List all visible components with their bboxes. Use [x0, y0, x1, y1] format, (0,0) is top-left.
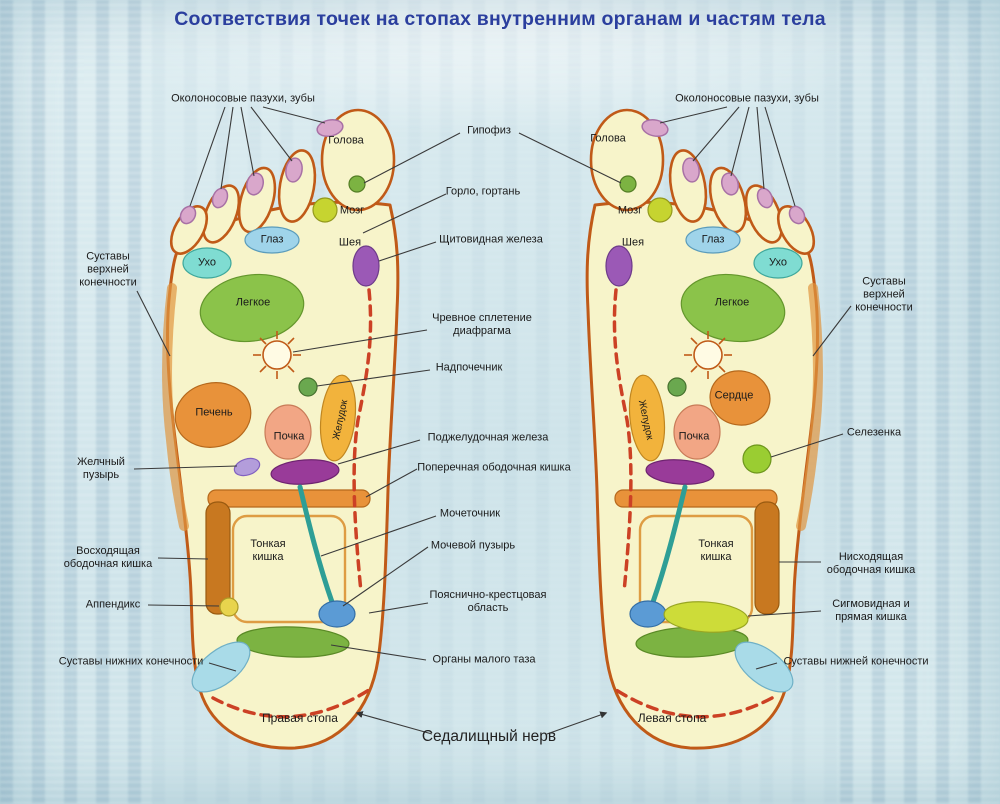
sigmoid-rectum-zone [663, 601, 749, 633]
zone-label-head-right: Голова [590, 132, 626, 145]
right-foot-organs [174, 382, 261, 617]
appendix-point [219, 597, 239, 617]
label-adrenal: Надпочечник [435, 361, 503, 374]
zone-label-lung-left: Легкое [235, 296, 271, 309]
caption-right-foot: Правая стопа [262, 710, 338, 725]
label-pelvic-organs: Органы малого таза [432, 653, 536, 666]
label-sigmoid-rectum: Сигмовидная и прямая кишка [832, 598, 910, 623]
zone-label-ear-left: Ухо [198, 256, 216, 269]
label-upper-limb-joints-right: Суставы верхней конечности [855, 275, 913, 314]
label-gallbladder: Желчный пузырь [77, 456, 125, 481]
zone-label-neck-left: Шея [338, 236, 362, 249]
label-spleen: Селезенка [846, 426, 902, 439]
zone-label-lung-right: Легкое [714, 296, 750, 309]
ascending-colon-zone [205, 501, 231, 615]
heart-zone [709, 370, 771, 426]
label-sciatic-nerve: Седалищный нерв [421, 727, 557, 745]
left-foot-organs [663, 370, 780, 633]
label-celiac-plexus: Чревное сплетение диафрагма [432, 312, 532, 337]
label-lower-limb-joints-left: Суставы нижних конечности [58, 655, 204, 668]
zone-label-small-intestine-left: Тонкая кишка [250, 538, 286, 563]
label-descending-colon: Нисходящая ободочная кишка [826, 551, 916, 576]
label-appendix: Аппендикс [85, 598, 141, 611]
zone-label-brain-left: Мозг [339, 204, 365, 217]
zone-label-kidney-right: Почка [678, 430, 710, 443]
label-lumbosacral: Пояснично-крестцовая область [429, 589, 547, 614]
zone-label-neck-right: Шея [621, 236, 645, 249]
descending-colon-zone [754, 501, 780, 615]
zone-label-brain-right: Мозг [617, 204, 643, 217]
page-title: Соответствия точек на стопах внутренним … [174, 8, 826, 30]
label-transverse-colon: Поперечная ободочная кишка [417, 461, 571, 474]
label-ureter: Мочеточник [439, 507, 501, 520]
zone-label-head-left: Голова [328, 134, 364, 147]
label-ascending-colon: Восходящая ободочная кишка [63, 545, 153, 570]
liver-zone [174, 382, 252, 448]
zone-label-eye-right: Глаз [701, 233, 725, 246]
label-thyroid: Щитовидная железа [439, 233, 543, 246]
leader-lines [133, 106, 852, 735]
zone-label-kidney-left: Почка [273, 430, 305, 443]
zone-label-small-intestine-right: Тонкая кишка [698, 538, 734, 563]
zone-label-eye-left: Глаз [260, 233, 284, 246]
label-throat: Горло, гортань [445, 185, 521, 198]
label-lower-limb-joints-right: Суставы нижней конечности [783, 655, 929, 668]
label-bladder: Мочевой пузырь [430, 539, 516, 552]
zone-label-heart: Сердце [714, 389, 754, 402]
label-pituitary: Гипофиз [467, 124, 511, 137]
zone-label-ear-right: Ухо [769, 256, 787, 269]
zone-label-liver: Печень [195, 406, 233, 419]
gallbladder-zone [233, 457, 261, 477]
spleen-zone [742, 444, 772, 474]
caption-left-foot: Левая стопа [637, 710, 707, 725]
label-sinuses-right: Околоносовые пазухи, зубы [675, 92, 819, 105]
label-sinuses-left: Околоносовые пазухи, зубы [171, 92, 315, 105]
label-upper-limb-joints-left: Суставы верхней конечности [79, 250, 137, 289]
label-pancreas: Поджелудочная железа [427, 431, 549, 444]
